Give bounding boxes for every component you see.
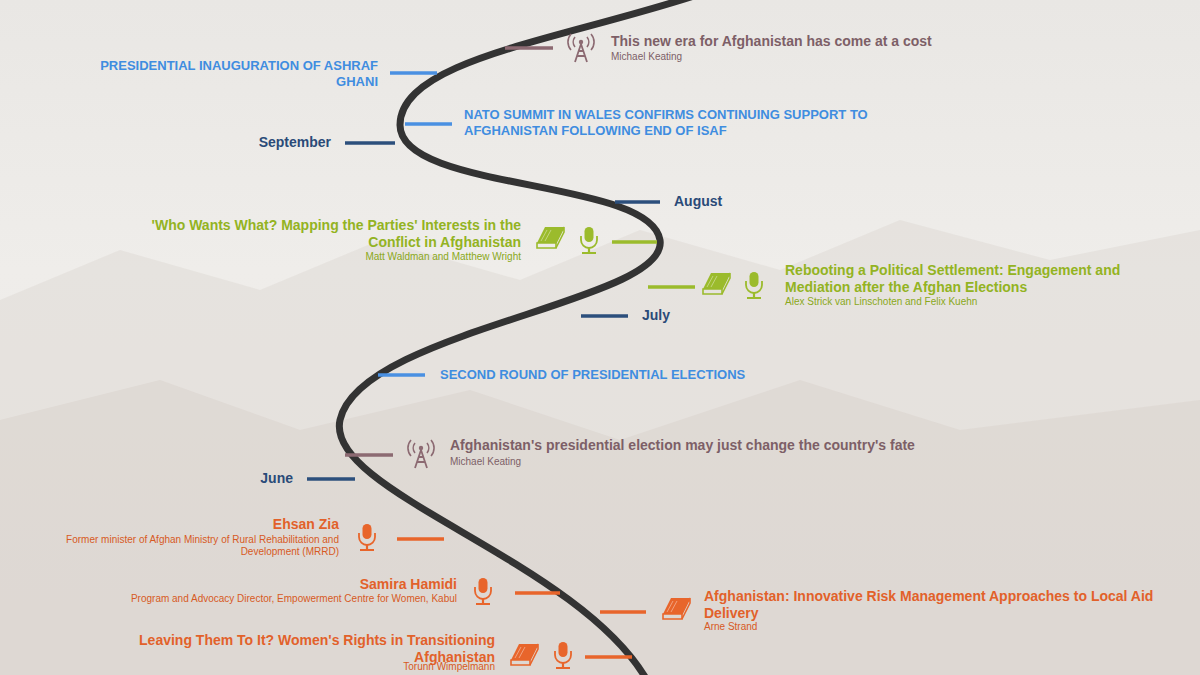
author-name: Torunn Wimpelmann (245, 661, 495, 673)
publication-title: Afghanistan: Innovative Risk Management … (704, 588, 1184, 622)
author-name: Matt Waldman and Matthew Wright (271, 251, 521, 263)
article-title: This new era for Afghanistan has come at… (611, 33, 1031, 50)
author-name: Arne Strand (704, 621, 904, 633)
publication-title: Leaving Them To It? Women's Rights in Tr… (105, 632, 495, 666)
author-name: Michael Keating (450, 456, 650, 468)
month-label: September (211, 134, 331, 151)
month-label: August (674, 193, 794, 210)
event-label: SECOND ROUND OF PRESIDENTIAL ELECTIONS (440, 367, 840, 383)
publication-title: Rebooting a Political Settlement: Engage… (785, 262, 1155, 296)
speaker-name: Ehsan Zia (139, 516, 339, 533)
article-title: Afghanistan's presidential election may … (450, 437, 970, 454)
author-name: Alex Strick van Linschoten and Felix Kue… (785, 296, 1085, 308)
month-label: July (642, 307, 742, 324)
event-label: NATO SUMMIT IN WALES CONFIRMS CONTINUING… (464, 107, 914, 138)
author-name: Michael Keating (611, 51, 811, 63)
speaker-role: Program and Advocacy Director, Empowerme… (77, 593, 457, 605)
month-label: June (173, 470, 293, 487)
publication-title: 'Who Wants What? Mapping the Parties' In… (121, 217, 521, 251)
speaker-role: Former minister of Afghan Ministry of Ru… (39, 534, 339, 558)
event-label: PRESIDENTIAL INAUGURATION OF ASHRAF GHAN… (78, 58, 378, 89)
speaker-name: Samira Hamidi (257, 576, 457, 593)
